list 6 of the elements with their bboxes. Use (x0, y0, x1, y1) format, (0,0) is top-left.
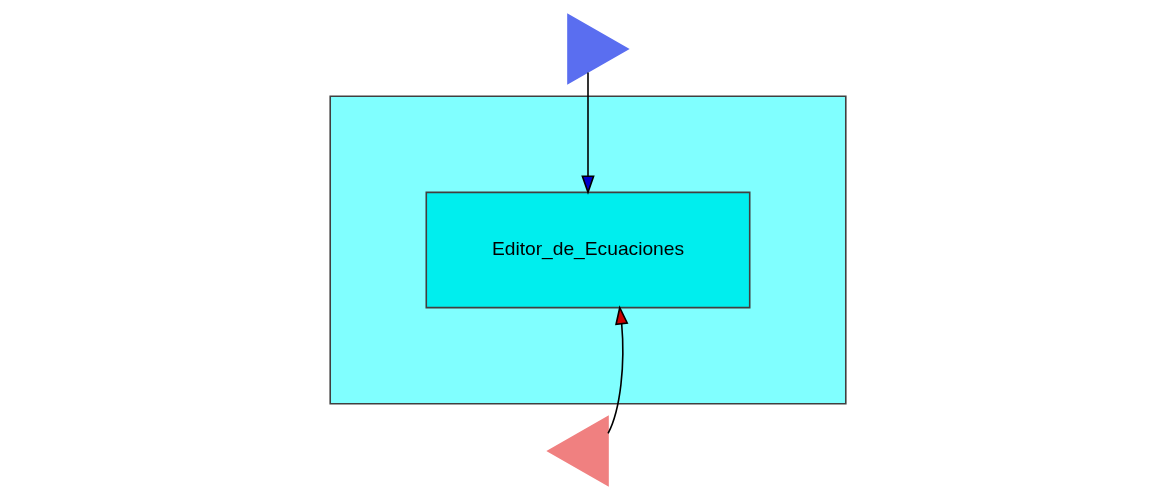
node-triangle (545, 415, 609, 487)
cluster (328, 95, 847, 405)
arrow (606, 305, 628, 435)
arrow (580, 71, 595, 195)
node-box: Editor_de_Ecuaciones (424, 191, 750, 309)
node-triangle (566, 13, 630, 85)
